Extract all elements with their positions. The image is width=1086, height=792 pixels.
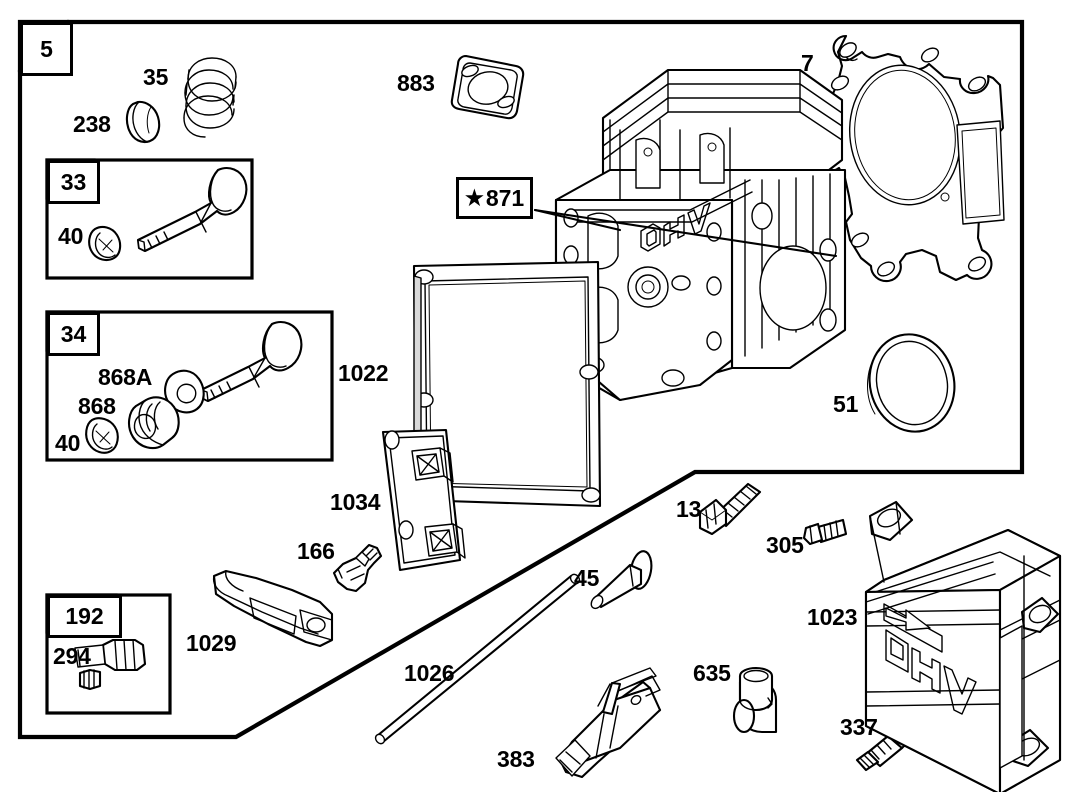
part-35-valve-spring [183,57,237,138]
part-305-short-screw [802,518,848,546]
callout-40-intake: 40 [58,223,84,249]
part-1022-cover-gasket [412,260,602,508]
callout-1029: 1029 [186,630,237,656]
callout-13: 13 [676,496,702,522]
cylinder-head-casting [554,68,847,402]
callout-51: 51 [833,391,859,417]
subassembly-box-34: 34 [47,312,100,356]
callout-868A: 868A [98,364,153,390]
callout-7: 7 [801,50,814,76]
callout-166: 166 [297,538,335,564]
part-238-spring-retainer [125,100,161,144]
callout-1023: 1023 [807,604,858,630]
callout-883: 883 [397,70,435,96]
part-1029-rocker-arm [212,569,334,648]
part-51-o-ring [867,333,956,433]
subassembly-box-192: 192 [47,595,122,638]
figure-number-box: 5 [20,22,73,76]
star-871-leader-lines [533,208,838,258]
callout-1034: 1034 [330,489,381,515]
part-635-breather-elbow [732,666,778,734]
part-45-valve-tappet [590,550,653,610]
part-166-rocker-stud [332,543,383,593]
part-34-exhaust-valve-assembly [85,321,303,454]
callout-35: 35 [143,64,169,90]
part-1026-push-rod [374,573,581,745]
callout-1026: 1026 [404,660,455,686]
callout-305: 305 [766,532,804,558]
starred-part-number: 871 [485,184,525,211]
callout-383: 383 [497,746,535,772]
callout-635: 635 [693,660,731,686]
callout-294: 294 [53,643,91,669]
head-ohv-lettering [569,179,753,252]
callout-868: 868 [78,393,116,419]
part-1023-rocker-cover [864,500,1062,792]
part-883-intake-gasket [450,54,525,120]
callout-337: 337 [840,714,878,740]
part-7-cylinder-head-gasket [815,34,1005,283]
callout-1022: 1022 [338,360,389,386]
callout-45: 45 [574,565,600,591]
starred-part-label: ★ 871 [456,177,534,219]
part-192-breather-screw-box [74,638,147,691]
subassembly-box-33: 33 [47,160,100,204]
part-1034-rocker-plate [381,428,466,572]
callout-40-exhaust: 40 [55,430,81,456]
callout-238: 238 [73,111,111,137]
star-icon: ★ [465,186,484,210]
part-33-intake-valve-assembly [88,167,248,262]
part-383-spark-plug-wrench [555,667,662,779]
part-13-long-screw [698,482,762,536]
cover-ohv-lettering [885,629,977,715]
